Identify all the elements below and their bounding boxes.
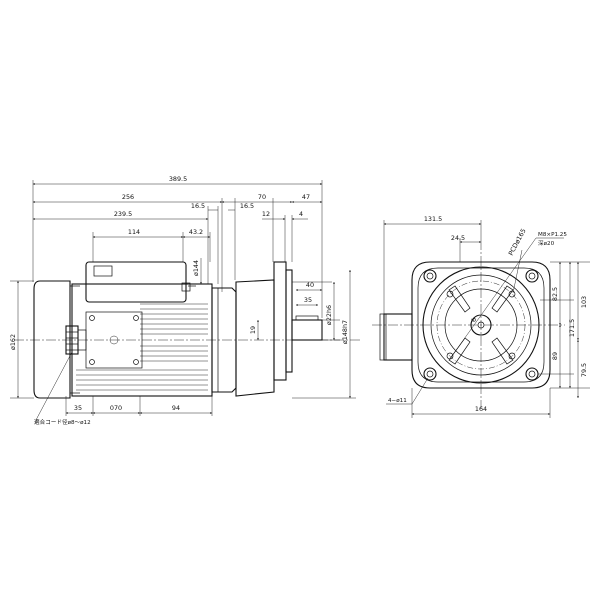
dim-spigot-fit: ø148h7 [341,320,349,344]
dim-height-1715: 171.5 [568,319,576,337]
tap-leader [451,237,537,357]
dim-flange-to-end: 70 [258,193,266,201]
dim-frame-diameter: ø144 [192,260,200,276]
cable-leader [35,351,73,421]
fan-cover [33,280,71,399]
dim-shaft-length: 47 [302,193,310,201]
cable-gland [65,325,87,355]
dim-height-103: 103 [580,296,588,308]
dim-height-825: 82.5 [551,287,559,301]
pcd-circle [436,280,526,370]
dim-box-gap-b: 16.5 [240,202,254,210]
dim-offset-245: 24.5 [451,234,465,242]
pcd-leader [512,249,523,294]
dim-fan-cover-diameter: ø162 [9,334,17,350]
dim-flange-thickness: 12 [262,210,270,218]
dim-key-length-inner: 35 [304,296,312,304]
dim-length-to-box-end: 239.5 [114,210,132,218]
front-spigot-ring [430,274,532,376]
dim-key-length-outer: 40 [306,281,314,289]
dim-box-to-flange: 94 [172,404,180,412]
dim-shaft-fit: ø22h6 [325,305,333,325]
dim-pcd: PCDø165 [507,227,528,257]
dim-flange-step: 4 [299,210,303,218]
dim-key-width: 6 [470,318,478,322]
dim-foot-span: 070 [110,404,122,412]
gear-case [235,279,275,397]
dim-flange-width: 164 [475,405,487,413]
tap-depth: 深ø20 [538,239,555,247]
dim-box-gap-a: 16.5 [191,202,205,210]
dim-length-to-flange: 256 [122,193,134,201]
output-shaft [291,319,323,341]
tapped-holes [446,290,516,360]
dim-width-to-center: 131.5 [424,215,442,223]
dim-terminal-box-length: 114 [128,228,140,236]
dim-shaft-center-height: 19 [249,326,257,334]
corner-bolt-holes [423,269,539,381]
front-inner-ring [444,288,518,362]
bolt-hole-leader [411,377,429,405]
front-outer-ring [422,266,540,384]
side-extension-lines [32,180,323,318]
dim-foot-offset: 35 [74,404,82,412]
dim-height-795: 79.5 [580,363,588,377]
shaft-key [295,315,319,321]
front-flange-outline [411,261,551,389]
cable-diameter-note: 適合コード径ø8〜ø12 [34,418,91,426]
bolt-hole-note: 4−ø11 [388,398,407,404]
dim-height-89: 89 [551,352,559,360]
dim-overall-length: 389.5 [169,175,187,183]
tap-thread: M8×P1.25 [538,232,567,238]
output-flange [273,261,287,381]
front-view: 131.5 24.5 PCDø165 M8×P1.25 深ø20 6 82.5 … [372,215,590,418]
terminal-box [85,261,187,303]
front-terminal-box [383,313,413,361]
flange-spigot [285,269,293,373]
cooling-fins [76,303,208,391]
side-view: 389.5 256 70 47 239.5 16.5 16.5 12 4 114… [9,175,362,426]
dim-terminal-box-offset: 43.2 [189,228,203,236]
